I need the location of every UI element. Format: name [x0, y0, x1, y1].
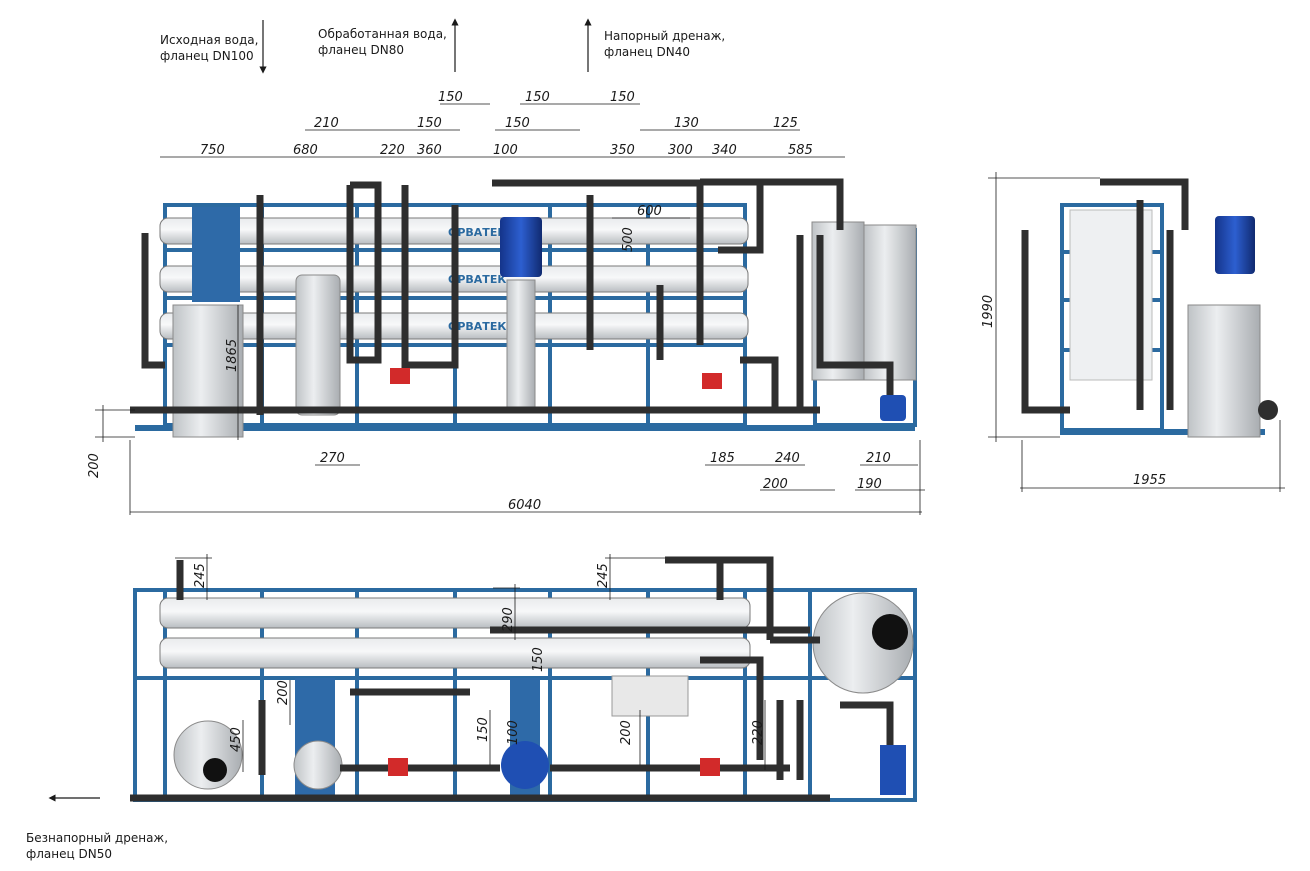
- dim-750: 750: [200, 143, 225, 158]
- brand-logo-1: ОРВАТЕК: [448, 226, 506, 239]
- side-pump-motor: [1215, 216, 1255, 274]
- dim-top-200-a: 200: [276, 680, 291, 705]
- dim-200-vertical: 200: [87, 453, 102, 478]
- gravity-drain-label-line1: Безнапорный дренаж,: [26, 831, 169, 845]
- top-view: [130, 556, 917, 802]
- dim-210-bottom: 210: [866, 451, 891, 466]
- dim-top-245-a: 245: [193, 563, 208, 588]
- dim-top-150-a: 150: [531, 647, 546, 672]
- dim-585: 585: [788, 143, 813, 158]
- high-pressure-pump-body: [506, 279, 536, 411]
- dim-130: 130: [674, 116, 699, 131]
- front-dimensions: 750 680 210 220 360 150 150 100 150 150 …: [87, 90, 925, 515]
- top-box: [611, 675, 689, 717]
- dim-top-290: 290: [501, 607, 516, 632]
- inlet-label: Исходная вода, фланец DN100: [160, 32, 258, 64]
- dim-100: 100: [493, 143, 518, 158]
- dim-150-b: 150: [438, 90, 463, 105]
- pressure-drain-label: Напорный дренаж, фланец DN40: [604, 28, 725, 60]
- actuated-valve-1: [390, 368, 410, 384]
- top-dimensions: 245 245 290 150 200 450 150 100 200 220: [175, 554, 766, 772]
- dim-top-450: 450: [229, 727, 244, 752]
- dim-150-d: 150: [525, 90, 550, 105]
- side-tank: [1187, 304, 1261, 438]
- top-tank-small-opening: [203, 758, 227, 782]
- dim-600: 600: [637, 204, 662, 219]
- cartridge-filter: [295, 274, 341, 416]
- treated-label: Обработанная вода, фланец DN80: [318, 26, 447, 58]
- control-panel: [192, 207, 240, 302]
- dim-500: 500: [621, 227, 636, 252]
- dim-top-220: 220: [751, 720, 766, 745]
- brand-logo-3: ОРВАТЕК: [448, 320, 506, 333]
- top-valve-1: [388, 758, 408, 776]
- treated-label-line2: фланец DN80: [318, 43, 404, 57]
- dim-6040: 6040: [508, 498, 541, 513]
- dim-top-100: 100: [506, 720, 521, 745]
- dim-top-150-b: 150: [476, 717, 491, 742]
- top-pump: [501, 741, 549, 789]
- dim-150-a: 150: [417, 116, 442, 131]
- dim-340: 340: [712, 143, 737, 158]
- top-valve-2: [700, 758, 720, 776]
- top-filter: [293, 740, 343, 790]
- dim-1990: 1990: [981, 295, 996, 328]
- dim-185: 185: [710, 451, 735, 466]
- front-view: ОРВАТЕК ОРВАТЕК ОРВАТЕК: [130, 178, 917, 438]
- inlet-label-line2: фланец DN100: [160, 49, 254, 63]
- gravity-drain-label-line2: фланец DN50: [26, 847, 112, 861]
- dosing-tank-left: [172, 304, 244, 438]
- dim-300: 300: [668, 143, 693, 158]
- gravity-drain-label: Безнапорный дренаж, фланец DN50: [26, 830, 168, 862]
- high-pressure-pump-motor: [500, 217, 542, 277]
- dim-top-200-b: 200: [619, 720, 634, 745]
- top-tank-opening: [872, 614, 908, 650]
- dim-210: 210: [314, 116, 339, 131]
- dim-360: 360: [417, 143, 442, 158]
- dim-350: 350: [610, 143, 635, 158]
- dim-190: 190: [857, 477, 882, 492]
- dim-1865: 1865: [225, 339, 240, 372]
- treated-label-line1: Обработанная вода,: [318, 27, 447, 41]
- dim-125: 125: [773, 116, 798, 131]
- dim-270: 270: [320, 451, 345, 466]
- dim-150-c: 150: [505, 116, 530, 131]
- pressure-drain-label-line2: фланец DN40: [604, 45, 690, 59]
- side-dimensions: 1990 1955: [981, 172, 1285, 492]
- dim-220: 220: [380, 143, 405, 158]
- brand-logo-2: ОРВАТЕК: [448, 273, 506, 286]
- pressure-drain-label-line1: Напорный дренаж,: [604, 29, 726, 43]
- dim-150-e: 150: [610, 90, 635, 105]
- top-aux-pump: [880, 745, 906, 795]
- dim-200-bottom: 200: [763, 477, 788, 492]
- side-flange: [1258, 400, 1278, 420]
- dim-240: 240: [775, 451, 800, 466]
- inlet-label-line1: Исходная вода,: [160, 33, 259, 47]
- dim-680: 680: [293, 143, 318, 158]
- dim-1955: 1955: [1133, 473, 1166, 488]
- actuated-valve-2: [702, 373, 722, 389]
- dosing-tank-right-2: [863, 224, 917, 381]
- top-membrane-2: [159, 637, 751, 669]
- auxiliary-pump: [880, 395, 906, 421]
- top-membrane-1: [159, 597, 751, 629]
- dim-top-245-b: 245: [596, 563, 611, 588]
- side-view: [1021, 178, 1278, 438]
